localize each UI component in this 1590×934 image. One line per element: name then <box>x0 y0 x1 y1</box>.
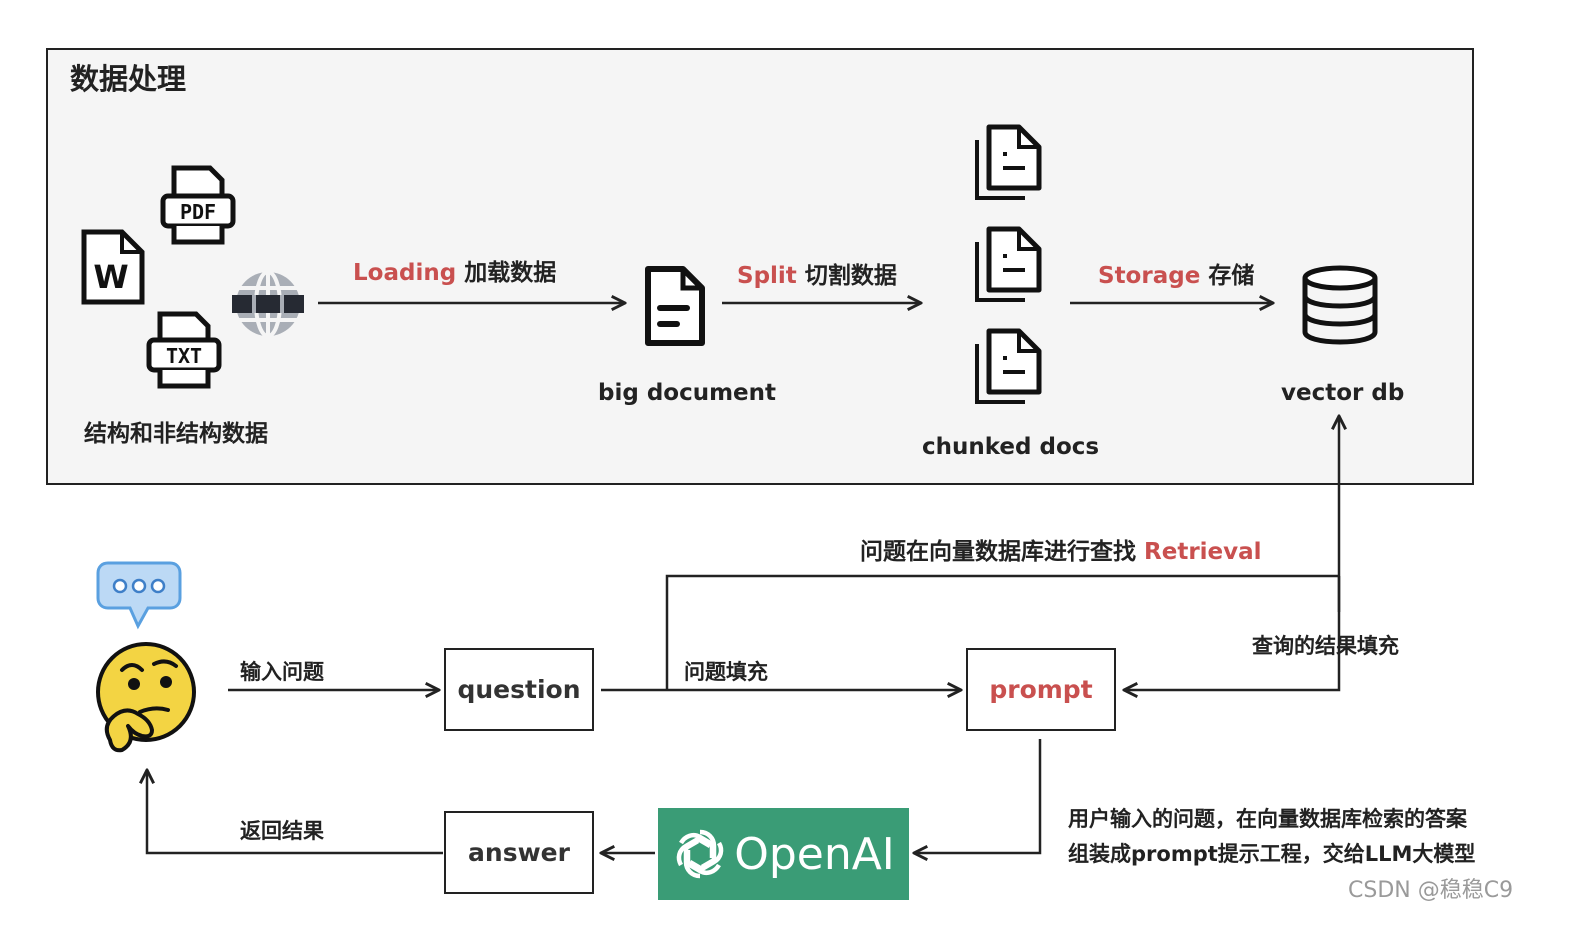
note-line-2: 组装成prompt提示工程，交给LLM大模型 <box>1068 842 1476 866</box>
chunk-doc-icon <box>975 226 1042 302</box>
return-result-label: 返回结果 <box>240 819 324 843</box>
openai-logo: OpenAI <box>658 808 909 900</box>
svg-text:PDF: PDF <box>180 200 216 224</box>
openai-label: OpenAI <box>734 828 895 880</box>
svg-text:W: W <box>93 258 128 296</box>
svg-text:TXT: TXT <box>166 344 202 368</box>
input-question-label: 输入问题 <box>240 660 324 684</box>
chunked-docs-caption: chunked docs <box>922 434 1100 460</box>
vector-db-caption: vector db <box>1281 380 1405 406</box>
watermark: CSDN @稳稳C9 <box>1348 878 1514 903</box>
fill-question-label: 问题填充 <box>684 660 768 684</box>
storage-label-zh: 存储 <box>1208 263 1255 289</box>
openai-knot-icon <box>676 829 724 879</box>
query-result-arrow <box>1124 576 1341 690</box>
chunk-doc-icon <box>975 124 1042 200</box>
panel-title: 数据处理 <box>70 62 187 96</box>
question-box: question <box>444 648 594 731</box>
storage-label: Storage 存储 <box>1098 256 1254 290</box>
chunk-doc-icon <box>975 328 1042 404</box>
loading-label: Loading 加载数据 <box>353 253 556 287</box>
pdf-file-icon: PDF <box>160 165 236 245</box>
word-file-icon: W <box>81 229 145 305</box>
split-label-en: Split <box>737 263 797 289</box>
prompt-box: prompt <box>966 648 1116 731</box>
prompt-to-openai-arrow <box>914 739 1042 853</box>
globe-icon <box>232 270 304 338</box>
txt-file-icon: TXT <box>146 311 222 389</box>
thinking-face-icon <box>96 642 196 753</box>
retrieval-label-zh: 问题在向量数据库进行查找 <box>860 539 1136 565</box>
split-label: Split 切割数据 <box>737 256 897 290</box>
query-result-label: 查询的结果填充 <box>1252 634 1399 658</box>
data-processing-panel <box>46 48 1474 485</box>
speech-bubble-icon <box>96 561 182 630</box>
database-icon <box>1302 265 1378 345</box>
loading-label-zh: 加载数据 <box>464 260 557 286</box>
retrieval-line <box>665 574 1339 690</box>
loading-label-en: Loading <box>353 260 457 286</box>
retrieval-label-en: Retrieval <box>1144 539 1262 565</box>
answer-box: answer <box>444 811 594 894</box>
return-result-arrow <box>147 770 443 855</box>
split-label-zh: 切割数据 <box>804 263 897 289</box>
storage-label-en: Storage <box>1098 263 1201 289</box>
sources-caption: 结构和非结构数据 <box>84 421 268 447</box>
document-icon <box>645 266 705 346</box>
retrieval-label: 问题在向量数据库进行查找 Retrieval <box>860 532 1262 566</box>
note-line-1: 用户输入的问题，在向量数据库检索的答案 <box>1068 807 1467 831</box>
big-document-caption: big document <box>598 380 777 406</box>
